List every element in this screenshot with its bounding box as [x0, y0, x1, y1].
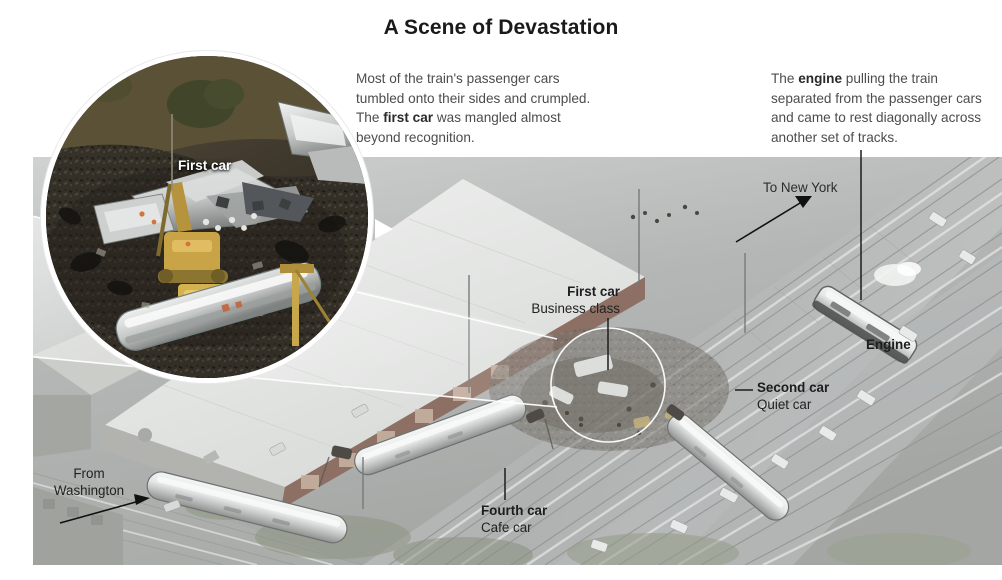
- label-first-car-title: First car: [567, 284, 620, 299]
- caption-left-part2: was mangled almost beyond recognition.: [356, 110, 561, 145]
- label-to-new-york: To New York: [763, 180, 838, 195]
- locomotive-engine: [812, 285, 918, 364]
- page-title: A Scene of Devastation: [383, 16, 619, 39]
- caption-left-bold: first car: [383, 110, 434, 125]
- label-from-washington-line2: Washington: [53, 483, 125, 498]
- label-first-car-subtitle: Business class: [531, 300, 620, 316]
- inset-crane: [280, 264, 338, 346]
- caption-right: The engine pulling the train separated f…: [771, 69, 997, 147]
- train-car-fourth: [146, 471, 348, 544]
- inset-excavator: [156, 182, 228, 283]
- vegetation: [185, 494, 971, 565]
- inset-photo-graphic: [46, 56, 368, 378]
- label-second-car: Second car Quiet car: [757, 380, 829, 413]
- train-car-second: [667, 413, 790, 521]
- caption-right-part1: The: [771, 71, 799, 86]
- inset-photo-first-car: First car: [46, 56, 368, 378]
- label-second-car-subtitle: Quiet car: [757, 396, 812, 412]
- inset-responders: [202, 213, 257, 231]
- caption-right-bold: engine: [798, 71, 843, 86]
- label-fourth-car: Fourth car Cafe car: [481, 503, 547, 536]
- label-from-washington: From Washington: [39, 465, 139, 499]
- derailed-train-cars: [146, 394, 790, 544]
- caption-right-part2: pulling the train separated from the pas…: [771, 71, 982, 145]
- inset-intact-car: [115, 261, 322, 351]
- inset-label-first-car: First car: [178, 158, 232, 173]
- caption-left-part1: Most of the train's passenger cars tumbl…: [356, 71, 591, 125]
- label-first-car: First car Business class: [508, 284, 620, 317]
- label-fourth-car-title: Fourth car: [481, 503, 548, 518]
- label-second-car-title: Second car: [757, 380, 830, 395]
- label-fourth-car-subtitle: Cafe car: [481, 519, 532, 535]
- caption-left: Most of the train's passenger cars tumbl…: [356, 69, 606, 147]
- label-engine: Engine: [866, 337, 911, 352]
- inset-wreck-first-car: [93, 160, 314, 245]
- road-vehicles: [163, 211, 977, 553]
- label-from-washington-line1: From: [73, 466, 105, 481]
